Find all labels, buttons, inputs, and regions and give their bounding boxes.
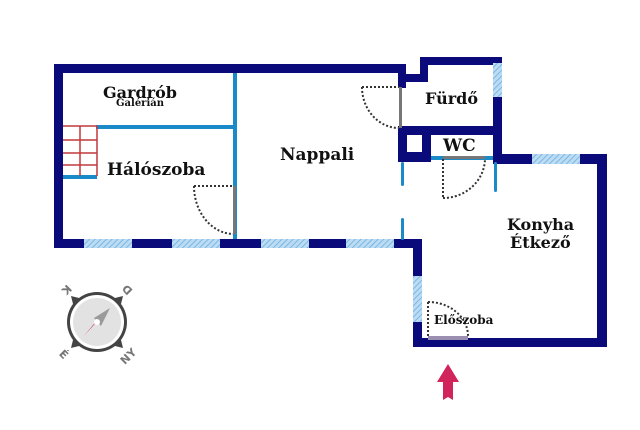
room-label-eloszoba: Előszoba — [434, 313, 494, 327]
wall-left — [54, 64, 63, 248]
window-haloszoba-2 — [172, 239, 220, 248]
closet-shaft — [407, 135, 422, 152]
window-nappali-2 — [346, 239, 394, 248]
partition-wc-right — [494, 162, 497, 192]
staircase — [63, 125, 98, 176]
wall-notch-vertical — [420, 57, 428, 82]
window-nappali-1 — [261, 239, 309, 248]
window-eloszoba — [413, 276, 422, 322]
compass-letter-bottom-right: NY — [118, 345, 140, 367]
wall-furdo-right-top — [493, 57, 502, 63]
window-haloszoba-1 — [84, 239, 132, 248]
wall-notch-horizontal — [398, 74, 428, 82]
compass-letter-top-right: D — [120, 282, 136, 298]
doors — [193, 86, 486, 340]
door-entrance[interactable] — [427, 301, 469, 340]
wall-kitchen-right — [597, 154, 607, 347]
window-furdo — [493, 63, 502, 97]
window-konyha — [532, 154, 580, 164]
door-wc[interactable] — [442, 156, 486, 199]
room-sublabel-gardrob: Galérián — [116, 98, 165, 109]
room-label-nappali: Nappali — [280, 145, 355, 165]
arrow-up-icon — [437, 364, 459, 400]
compass-letter-top-left: K — [59, 282, 75, 298]
door-haloszoba[interactable] — [193, 185, 236, 235]
room-label-haloszoba: Hálószoba — [107, 160, 205, 180]
wall-furdo-wc — [398, 126, 502, 135]
room-label-gardrob: Gardrób — [103, 83, 177, 102]
compass-icon: K D É NY — [56, 282, 140, 368]
windows — [84, 63, 580, 322]
wall-top — [54, 64, 406, 73]
wall-bottom-left — [54, 239, 422, 248]
partition-gardrob-haloszoba — [96, 125, 233, 129]
room-label-furdo: Fürdő — [425, 89, 478, 108]
partition-gardrob-nappali — [233, 73, 237, 239]
compass-letter-bottom-left: É — [56, 347, 71, 362]
door-furdo[interactable] — [361, 86, 402, 129]
partition-nappali-konyha-bottom — [401, 218, 404, 240]
wall-bottom-right — [413, 338, 607, 347]
wall-furdo-top — [420, 57, 502, 65]
room-label-wc: WC — [442, 136, 476, 156]
room-sublabel-etkezo: Étkező — [510, 232, 571, 252]
partition-stair-bottom — [63, 175, 97, 179]
room-labels: Gardrób Galérián Hálószoba Nappali Fürdő… — [103, 83, 574, 327]
room-label-konyha: Konyha — [507, 215, 574, 234]
partition-nappali-konyha-top — [401, 162, 404, 186]
